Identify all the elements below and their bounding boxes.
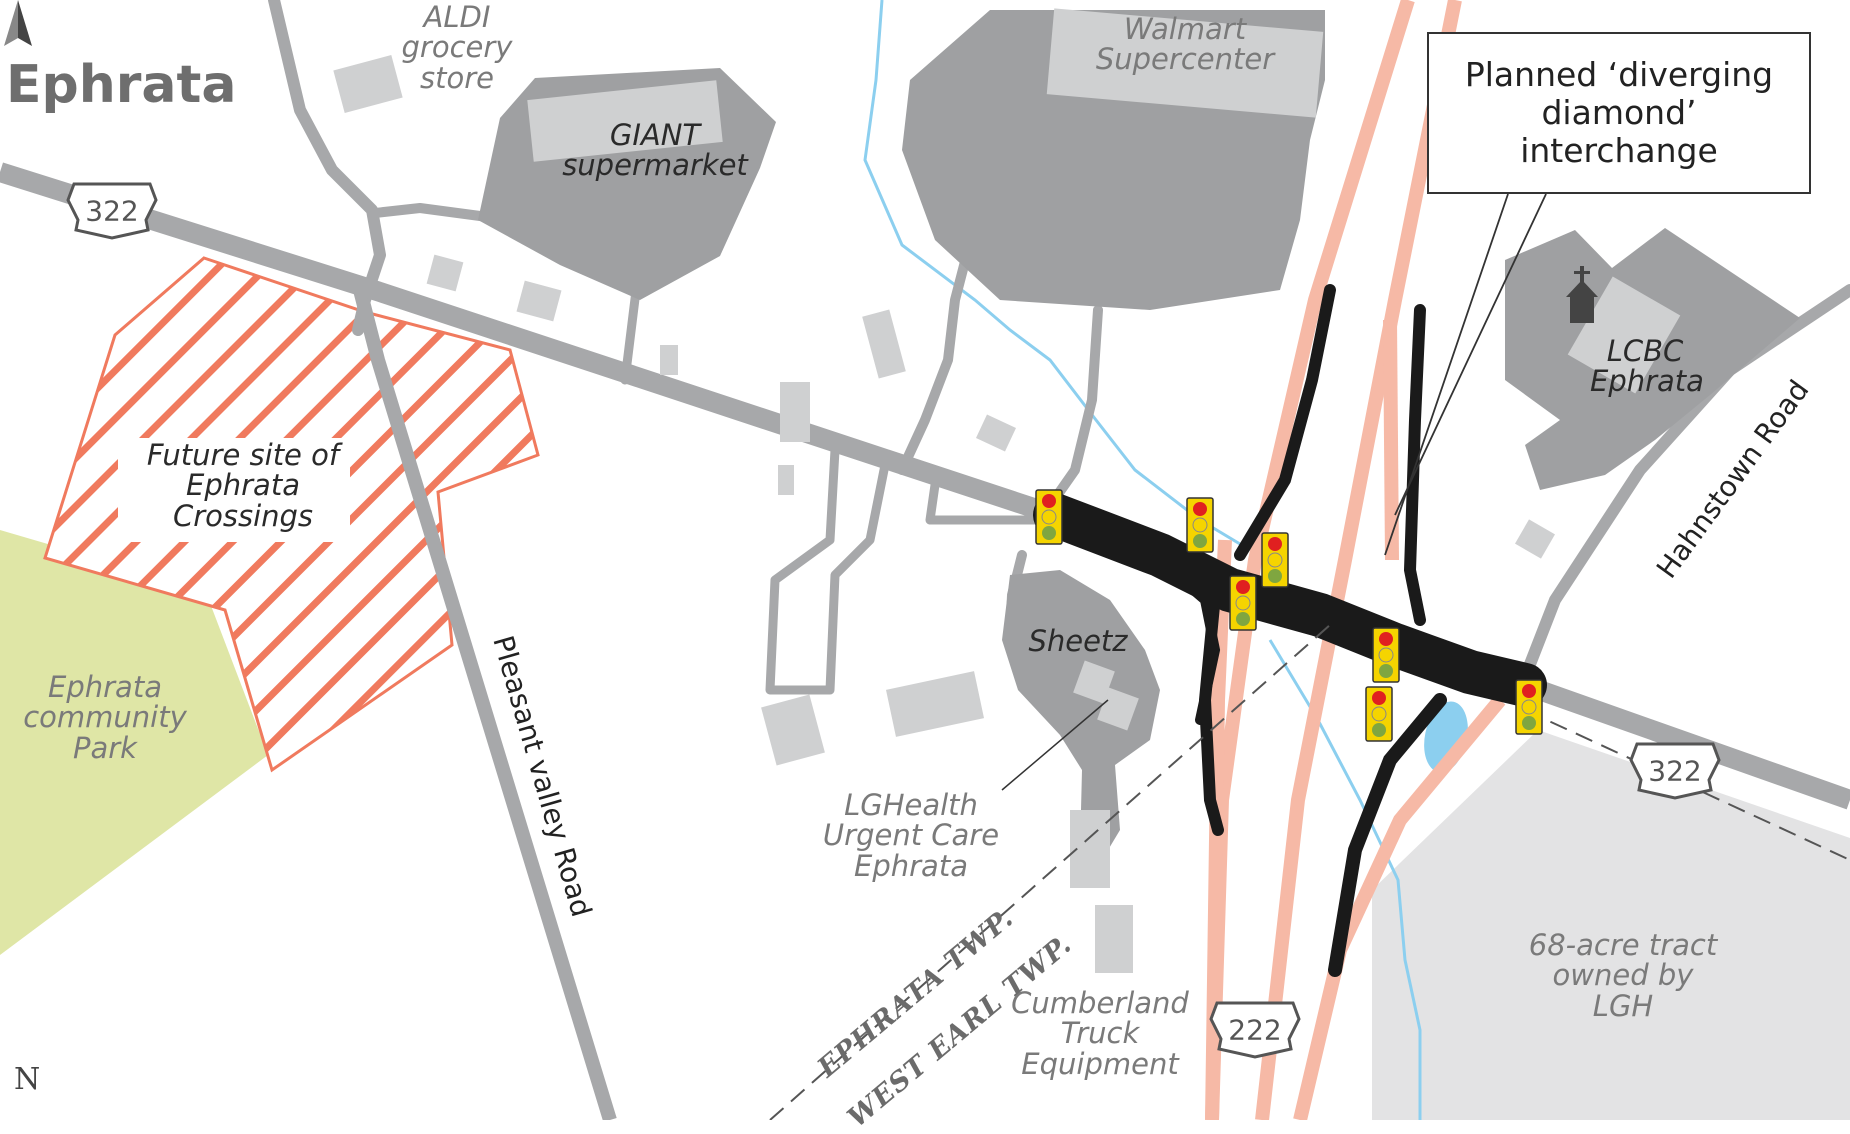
shield-322-east: 322 bbox=[1629, 742, 1721, 800]
giant-label: GIANT supermarket bbox=[562, 118, 748, 183]
future-site-label-bg bbox=[118, 438, 350, 542]
shield-322-west: 322 bbox=[66, 182, 158, 240]
lgh-tract-area bbox=[1372, 730, 1850, 1120]
sheetz-building bbox=[1002, 570, 1160, 860]
ddi-callout: Planned ‘diverging diamond’ interchange bbox=[1427, 32, 1811, 194]
township-boundary bbox=[769, 624, 1331, 1120]
small-buildings bbox=[333, 8, 1681, 973]
walmart-label: Walmart Supercenter bbox=[1095, 12, 1275, 77]
north-arrow-label: N bbox=[14, 1062, 41, 1097]
traffic-signal-icon bbox=[1261, 532, 1289, 588]
urgent-care-leader bbox=[1001, 699, 1109, 791]
cumberland-label: Cumberland Truck Equipment bbox=[1011, 986, 1189, 1081]
future-site-label: Future site of Ephrata Crossings bbox=[146, 438, 340, 533]
aldi-label: ALDI grocery store bbox=[401, 0, 513, 95]
svg-text:222: 222 bbox=[1228, 1014, 1281, 1047]
lcbc-label: LCBC Ephrata bbox=[1590, 334, 1704, 399]
north-arrow-icon bbox=[4, 0, 32, 46]
tract-label: 68-acre tract owned by LGH bbox=[1528, 928, 1718, 1023]
sheetz-label: Sheetz bbox=[1028, 624, 1128, 658]
traffic-signal-icon bbox=[1035, 489, 1063, 545]
town-name: Ephrata bbox=[6, 55, 237, 115]
svg-text:322: 322 bbox=[85, 195, 138, 228]
traffic-signal-icon bbox=[1186, 497, 1214, 553]
traffic-signal-icon bbox=[1372, 627, 1400, 683]
callout-leaders bbox=[1384, 193, 1547, 556]
pleasant-valley-road bbox=[353, 288, 617, 1120]
traffic-signal-icon bbox=[1229, 575, 1257, 631]
park-area bbox=[0, 530, 268, 955]
urgent-care-label: LGHealth Urgent Care Ephrata bbox=[822, 788, 1000, 883]
traffic-signal-icon bbox=[1515, 679, 1543, 735]
church-icon bbox=[1566, 266, 1598, 323]
shield-222: 222 bbox=[1209, 1001, 1301, 1059]
stream bbox=[863, 0, 1251, 552]
svg-text:322: 322 bbox=[1648, 755, 1701, 788]
park-label: Ephrata community Park bbox=[23, 670, 187, 765]
traffic-signal-icon bbox=[1365, 686, 1393, 742]
traffic-signals bbox=[1035, 489, 1543, 742]
ddi-ramps bbox=[1033, 284, 1547, 977]
